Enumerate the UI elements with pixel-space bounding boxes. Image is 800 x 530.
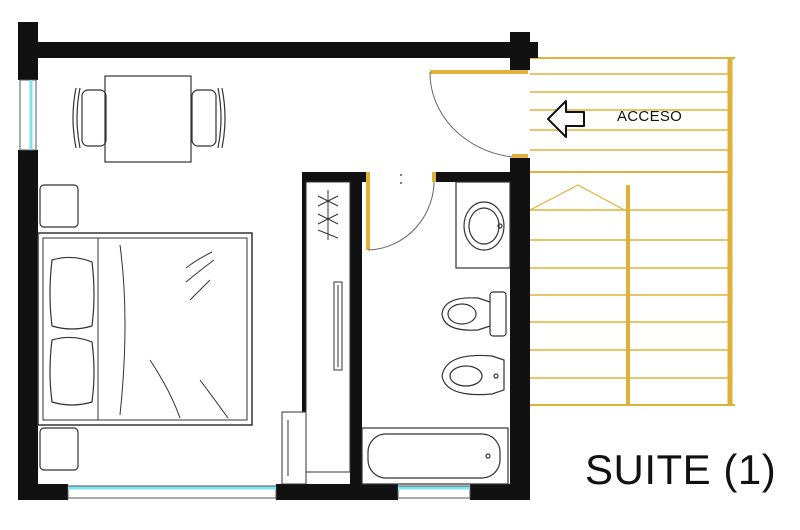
- double-bed-icon: [37, 232, 253, 426]
- nightstand-icon: [39, 427, 79, 471]
- washbasin-icon: [455, 181, 511, 269]
- chair-icon: [72, 87, 107, 149]
- door-swing-icon: [367, 175, 435, 251]
- pillow-icon: [49, 256, 95, 330]
- entrance-arrow-icon: [547, 100, 585, 138]
- walls: [18, 22, 538, 500]
- entrance-label: ACCESO: [617, 108, 683, 125]
- bathroom-door: [366, 172, 436, 251]
- bathtub-icon: [361, 427, 509, 485]
- door-swing-icon: [429, 71, 513, 158]
- staircase: [529, 57, 735, 406]
- pillow-icon: [49, 336, 95, 406]
- plan-title: SUITE (1): [585, 446, 777, 493]
- chair-icon: [191, 87, 226, 149]
- bidet-icon: [441, 354, 505, 396]
- entrance-door: [429, 70, 528, 158]
- dining-table-icon: [104, 75, 192, 163]
- windows: [19, 79, 471, 499]
- toilet-icon: [441, 291, 507, 337]
- nightstand-icon: [39, 184, 79, 228]
- wardrobe-icon: [281, 181, 351, 485]
- dining-set: [72, 75, 226, 163]
